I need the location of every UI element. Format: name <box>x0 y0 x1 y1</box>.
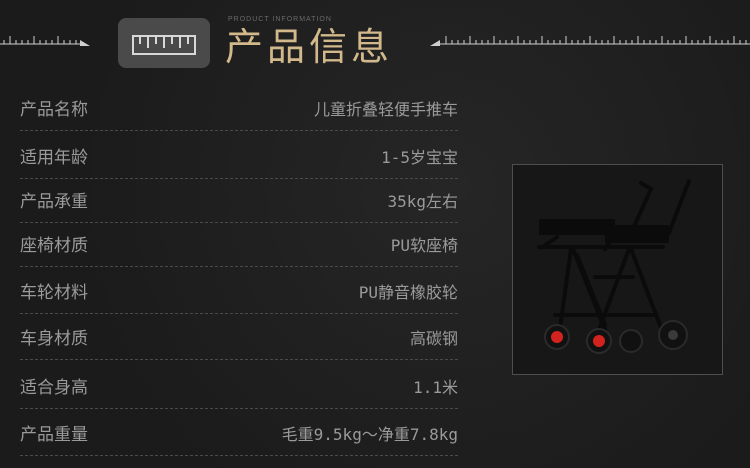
spec-value: 儿童折叠轻便手推车 <box>313 100 458 119</box>
spec-label: 产品承重 <box>20 192 88 212</box>
spec-value: 1-5岁宝宝 <box>381 148 458 167</box>
spec-row-frame-material: 车身材质 高碳钢 <box>20 314 458 360</box>
spec-row-wheel-material: 车轮材料 PU静音橡胶轮 <box>20 267 458 314</box>
spec-label: 适合身高 <box>20 378 88 398</box>
spec-row-height: 适合身高 1.1米 <box>20 360 458 409</box>
spec-row-seat-material: 座椅材质 PU软座椅 <box>20 223 458 267</box>
spec-value: PU静音橡胶轮 <box>358 283 458 302</box>
spec-row-product-name: 产品名称 儿童折叠轻便手推车 <box>20 90 458 131</box>
section-subtitle-en: PRODUCT INFORMATION <box>228 16 332 23</box>
spec-value: 高碳钢 <box>409 329 458 348</box>
spec-label: 适用年龄 <box>20 148 88 168</box>
ruler-icon <box>118 18 210 68</box>
spec-label: 产品名称 <box>20 100 88 120</box>
spec-value: 1.1米 <box>413 378 458 397</box>
spec-value: 毛重9.5kg～净重7.8kg <box>281 425 458 444</box>
spec-row-weight: 产品重量 毛重9.5kg～净重7.8kg <box>20 409 458 456</box>
spec-value: 35kg左右 <box>387 192 458 211</box>
spec-label: 座椅材质 <box>20 236 88 256</box>
stroller-product-image <box>512 164 723 375</box>
spec-label: 车身材质 <box>20 329 88 349</box>
spec-value: PU软座椅 <box>390 236 458 255</box>
spec-row-load: 产品承重 35kg左右 <box>20 179 458 223</box>
spec-row-age: 适用年龄 1-5岁宝宝 <box>20 131 458 179</box>
spec-label: 车轮材料 <box>20 283 88 303</box>
ruler-decoration-right <box>428 32 750 48</box>
ruler-decoration-left <box>0 32 92 48</box>
spec-table: 产品名称 儿童折叠轻便手推车 适用年龄 1-5岁宝宝 产品承重 35kg左右 座… <box>20 90 458 456</box>
section-title: 产品信息 <box>225 25 394 69</box>
spec-label: 产品重量 <box>20 425 88 445</box>
